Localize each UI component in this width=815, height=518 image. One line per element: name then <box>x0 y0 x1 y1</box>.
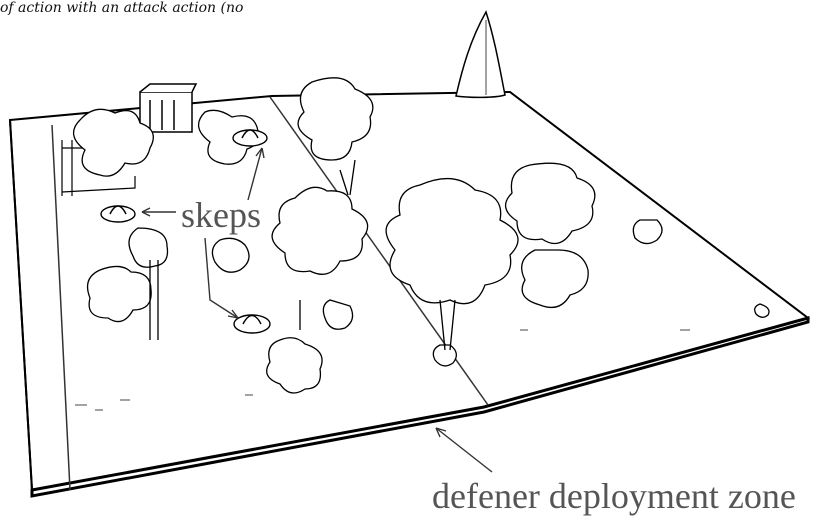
fence-icon <box>61 140 136 196</box>
deployment-zone-label: defener deployment zone <box>432 476 796 516</box>
tree-icon <box>455 10 506 99</box>
beehive-icon <box>100 129 271 334</box>
ground-marks <box>75 329 690 411</box>
caption-snippet: of action with an attack action (no <box>0 0 244 16</box>
tree-trunks <box>149 159 456 351</box>
board-edge-front <box>30 316 810 498</box>
skeps-label: skeps <box>181 195 261 235</box>
house-icon <box>139 83 198 133</box>
arrow-icon <box>141 147 493 473</box>
board-edge-left <box>9 119 33 491</box>
game-board <box>8 90 811 498</box>
bush-icon <box>73 77 770 394</box>
left-inner-line <box>51 124 71 491</box>
